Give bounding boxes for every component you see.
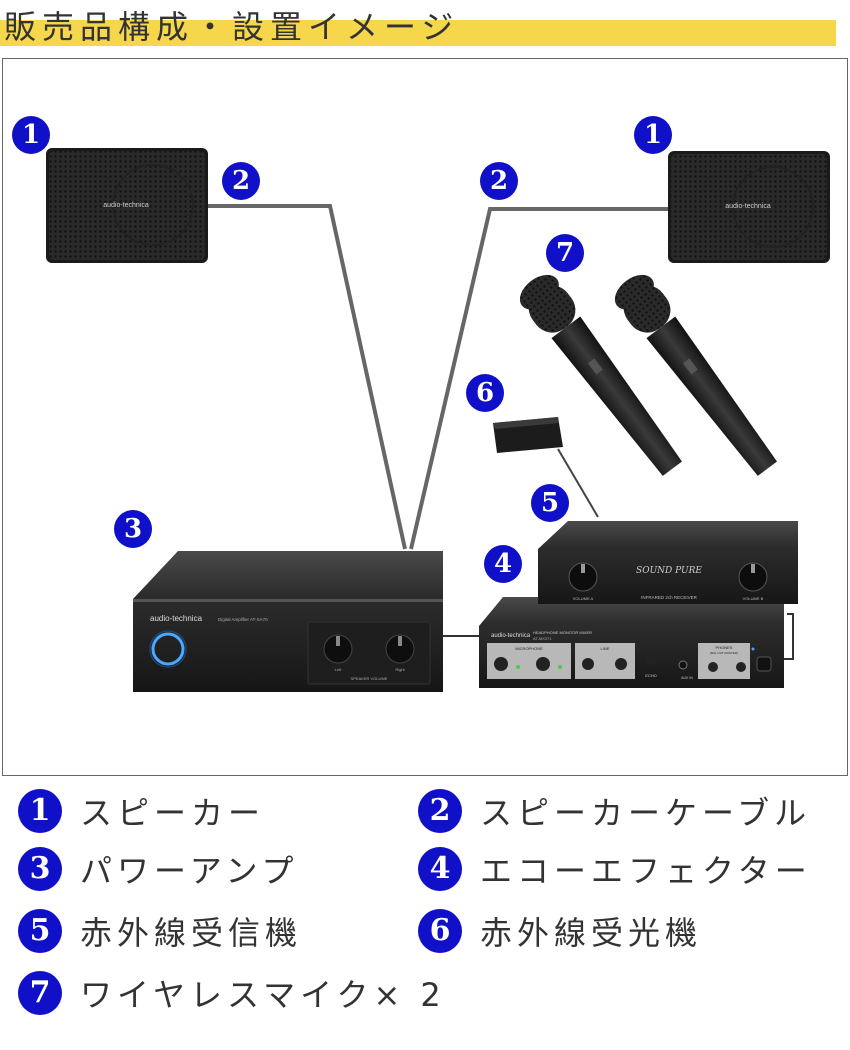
legend-label: ワイヤレスマイク× 2 bbox=[80, 976, 446, 1014]
speaker-right-brand: audio-technica bbox=[725, 203, 771, 210]
amp-mixer-cable bbox=[443, 613, 794, 660]
legend-badge: 2 bbox=[418, 789, 462, 833]
receiver-vol-a: VOLUME A bbox=[573, 596, 594, 601]
speaker-left: audio-technica bbox=[46, 148, 208, 263]
mixer-brand: audio-technica bbox=[491, 633, 531, 639]
speaker-right: audio-technica bbox=[668, 151, 830, 263]
speaker-left-brand: audio-technica bbox=[103, 202, 149, 209]
legend-label: パワーアンプ bbox=[80, 852, 299, 890]
legend-label: スピーカー bbox=[80, 794, 266, 832]
amp-knob-right-label: Right bbox=[395, 667, 405, 672]
amp-knob-left-label: Left bbox=[335, 667, 343, 672]
badge-cable-left: 2 bbox=[222, 162, 260, 200]
amp-model: Digital Amplifier AT-SA70 bbox=[218, 617, 268, 622]
legend-item-speaker-cable: 2 スピーカーケーブル bbox=[418, 788, 811, 834]
mixer-echo-label: ECHO bbox=[645, 673, 657, 678]
receiver-sensor-cable bbox=[557, 448, 599, 518]
mixer-line-label: LINE bbox=[601, 646, 610, 651]
legend-badge: 3 bbox=[18, 847, 62, 891]
badge-speaker-right: 1 bbox=[634, 116, 672, 154]
mixer-model: AT-MX371 bbox=[533, 636, 552, 641]
legend-badge: 4 bbox=[418, 847, 462, 891]
legend-item-wireless-mic: 7 ワイヤレスマイク× 2 bbox=[18, 970, 446, 1016]
receiver-logo: SOUND PURE bbox=[636, 566, 702, 576]
legend-item-echo-effector: 4 エコーエフェクター bbox=[418, 846, 812, 892]
amp-brand: audio-technica bbox=[150, 614, 203, 623]
speaker-cable-right bbox=[409, 207, 669, 550]
setup-illustration: audio-technica audio-technica bbox=[46, 148, 830, 692]
legend-item-power-amp: 3 パワーアンプ bbox=[18, 846, 298, 892]
badge-cable-right: 2 bbox=[480, 162, 518, 200]
legend: 1 スピーカー 2 スピーカーケーブル 3 パワーアンプ 4 エコーエフェクター… bbox=[0, 780, 850, 1050]
mixer-phones-label: PHONES bbox=[716, 645, 733, 650]
ir-sensor bbox=[493, 417, 563, 453]
power-amplifier: audio-technica Digital Amplifier AT-SA70… bbox=[133, 551, 443, 692]
legend-item-ir-receiver: 5 赤外線受信機 bbox=[18, 908, 302, 954]
mixer-title: HEADPHONE MONITOR MIXER bbox=[533, 630, 592, 635]
legend-item-speaker: 1 スピーカー bbox=[18, 788, 265, 834]
amp-volume-label: SPEAKER VOLUME bbox=[351, 676, 388, 681]
legend-label: エコーエフェクター bbox=[480, 852, 812, 890]
receiver-vol-b: VOLUME B bbox=[743, 596, 764, 601]
legend-badge: 1 bbox=[18, 789, 62, 833]
badge-power-amp: 3 bbox=[114, 510, 152, 548]
speaker-cable-left bbox=[208, 204, 407, 550]
mixer-phones-sub: (BAL OUT MASTER) bbox=[710, 651, 738, 655]
legend-label: 赤外線受光機 bbox=[480, 914, 703, 952]
badge-mic: 7 bbox=[546, 234, 584, 272]
legend-label: 赤外線受信機 bbox=[80, 914, 303, 952]
title-highlight bbox=[0, 20, 836, 46]
setup-diagram: audio-technica audio-technica bbox=[2, 58, 848, 776]
legend-label: スピーカーケーブル bbox=[480, 794, 812, 832]
mixer-mic-label: MICROPHONE bbox=[515, 646, 543, 651]
legend-item-ir-sensor: 6 赤外線受光機 bbox=[418, 908, 702, 954]
badge-ir-receiver: 5 bbox=[531, 484, 569, 522]
badge-echo-effector: 4 bbox=[484, 545, 522, 583]
legend-badge: 7 bbox=[18, 971, 62, 1015]
badge-speaker-left: 1 bbox=[12, 116, 50, 154]
wireless-mic-2 bbox=[614, 274, 777, 476]
echo-effector: audio-technica HEADPHONE MONITOR MIXER A… bbox=[479, 597, 784, 688]
receiver-name: INFRARED 2ch RECEIVER bbox=[641, 595, 698, 600]
badge-ir-sensor: 6 bbox=[466, 374, 504, 412]
legend-badge: 6 bbox=[418, 909, 462, 953]
legend-badge: 5 bbox=[18, 909, 62, 953]
title-bar: 販売品構成・設置イメージ bbox=[0, 0, 850, 50]
page-title: 販売品構成・設置イメージ bbox=[4, 8, 460, 46]
mixer-aux-label: AUX IN bbox=[681, 676, 693, 680]
ir-receiver: SOUND PURE INFRARED 2ch RECEIVER VOLUME … bbox=[538, 521, 798, 604]
wireless-mic-1 bbox=[519, 274, 682, 476]
